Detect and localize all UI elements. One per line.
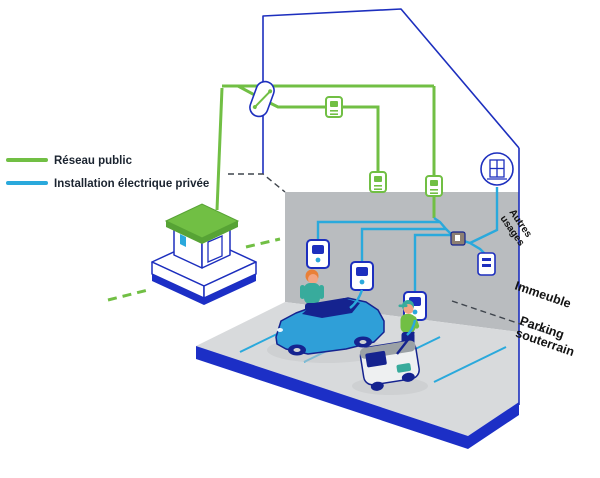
microcar-window xyxy=(365,350,387,368)
station-cap-edge-left xyxy=(166,221,202,244)
station-base-blue-band-left xyxy=(152,274,204,305)
ground-level-dashed-line xyxy=(451,300,551,335)
underground-cable-right-dashed xyxy=(245,237,281,249)
panel-row xyxy=(482,258,491,261)
legend: Réseau public Installation électrique pr… xyxy=(6,155,209,190)
meter-display xyxy=(330,101,338,107)
meter-line xyxy=(330,113,338,115)
car-windows xyxy=(302,298,360,318)
charging-station-2 xyxy=(350,261,374,291)
disconnect-switch xyxy=(249,80,275,118)
station-cap-top xyxy=(164,203,240,239)
station-socket xyxy=(412,309,418,315)
legend-label-private-installation: Installation électrique privée xyxy=(54,178,209,190)
station-door xyxy=(207,235,223,263)
car-wheel-hub xyxy=(359,340,367,344)
other-uses-window-icon xyxy=(480,152,514,186)
meter-line xyxy=(374,185,382,187)
feed-chargepoint-2 xyxy=(360,227,446,262)
station-socket xyxy=(359,279,365,285)
switch-blade-icon xyxy=(254,90,271,108)
person-arm xyxy=(300,285,305,299)
person-cap-brim xyxy=(398,304,408,308)
private-installation-lines xyxy=(316,152,514,292)
building-left-dashed-boundary xyxy=(228,173,286,193)
utility-pole xyxy=(215,87,224,211)
microcar-wheel xyxy=(370,381,384,391)
meter-line xyxy=(374,188,382,190)
panel-row xyxy=(482,264,491,267)
car-wheel-hub xyxy=(293,348,301,352)
charging-station-1 xyxy=(306,239,330,269)
meter-line xyxy=(430,189,438,191)
station-screen xyxy=(312,245,324,254)
switch-contact-dot xyxy=(268,89,273,94)
feed-other-uses xyxy=(469,187,499,245)
electric-microcar xyxy=(359,340,420,391)
station-accent xyxy=(180,234,186,247)
person-torso xyxy=(304,283,320,304)
parking-line xyxy=(433,346,507,383)
parking-souterrain-label: Parking souterrain xyxy=(514,314,581,359)
microcar-wheel xyxy=(401,372,415,382)
immeuble-label: Immeuble xyxy=(513,279,573,311)
building-outline-path xyxy=(262,8,520,174)
electric-meter-2 xyxy=(369,171,387,193)
station-cap-edge-right xyxy=(202,221,238,244)
feed-chargepoint-3 xyxy=(413,233,452,292)
station-base-blue-band-right xyxy=(204,274,256,305)
distribution-panel xyxy=(477,252,496,276)
electric-meter-1 xyxy=(325,96,343,118)
transformer-station xyxy=(107,87,281,305)
person-head xyxy=(308,274,318,284)
microcar-handle xyxy=(396,331,415,355)
microcar-accent xyxy=(396,363,412,373)
public-network-lines xyxy=(222,80,443,218)
electric-car-blue xyxy=(275,297,385,356)
charging-cable-car xyxy=(349,289,364,309)
branch-to-meter-2 xyxy=(342,105,380,172)
electric-meter-3 xyxy=(425,175,443,197)
meter-display xyxy=(430,180,438,186)
underground-cable-left-dashed xyxy=(107,288,149,302)
station-socket xyxy=(315,257,321,263)
parking-back-wall xyxy=(285,192,519,332)
car-headlight xyxy=(277,328,283,332)
junction-box xyxy=(450,231,466,246)
station-screen xyxy=(356,267,368,276)
legend-label-public-network: Réseau public xyxy=(54,155,133,167)
meter-line xyxy=(430,192,438,194)
person-arm xyxy=(319,285,324,299)
feed-chargepoint-1 xyxy=(316,220,440,240)
charging-cable-microcar xyxy=(406,319,417,336)
switch-contact-dot xyxy=(252,105,257,110)
junction-box-switch xyxy=(455,235,460,241)
meter-line xyxy=(330,110,338,112)
meter-display xyxy=(374,176,382,182)
